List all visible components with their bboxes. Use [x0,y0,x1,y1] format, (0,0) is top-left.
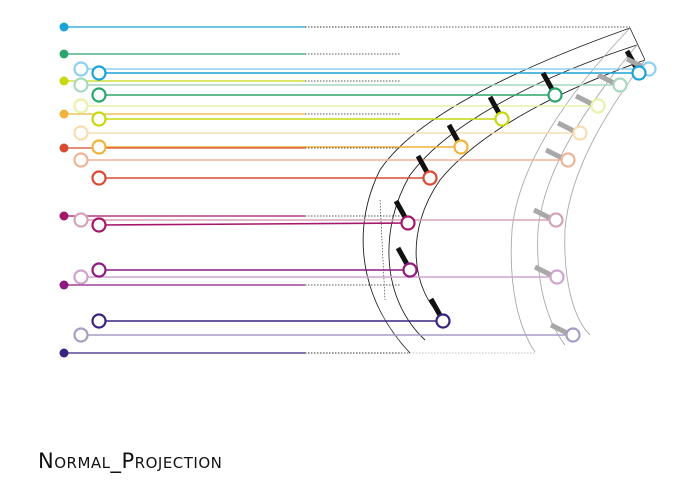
start-ring-blue [91,65,107,81]
origin-dot-green [59,49,69,59]
end-ring-red [422,170,438,186]
end-ring-green [547,87,563,103]
ghost-connector-green [596,72,616,86]
ghost-connector-indigo [549,322,569,336]
frame-arc-1 [362,27,631,354]
ghost-start-ring-indigo [73,327,89,343]
projected-line-magenta [98,222,409,226]
frame-arc-3 [415,59,646,321]
connector-red [415,154,431,176]
connector-orange [446,123,462,145]
ghost-arc-3 [564,59,646,336]
start-ring-indigo [91,313,107,329]
ghost-start-ring-green [73,77,89,93]
ghost-end-ring-indigo [565,327,581,343]
ghost-start-ring-red [73,152,89,168]
origin-dot-magenta [59,211,69,221]
connector-green [540,71,556,93]
projection-connectors [393,49,645,336]
origin-dot-red [59,143,69,153]
diagram-caption: Normal_Projection [38,449,223,473]
ghost-connector-lime [574,93,594,107]
frame-arc-2 [388,44,638,341]
end-ring-lime [494,111,510,127]
ghost-end-ring-orange [572,125,588,141]
ghost-end-ring-magenta [548,212,564,228]
end-ring-purple [402,262,418,278]
ghost-start-ring-purple [73,269,89,285]
origin-dot-orange [59,109,69,119]
ghost-start-ring-orange [73,125,89,141]
ghost-connector-orange [556,120,576,134]
origin-dot-blue [59,22,69,32]
connector-indigo [428,297,444,319]
ghost-connector-magenta [532,207,552,221]
ghost-end-ring-lime [590,98,606,114]
connector-purple [395,246,411,268]
ghost-start-ring-lime [73,98,89,114]
ghost-start-ring-magenta [73,212,89,228]
origin-dot-lime [59,76,69,86]
ghost-start-ring-blue [73,61,89,77]
ghost-arc-2 [537,44,638,346]
ghost-connector-purple [533,264,553,278]
origin-dot-indigo [59,348,69,358]
start-ring-magenta [91,217,107,233]
ghost-end-ring-purple [549,269,565,285]
connector-lime [487,95,503,117]
ghost-connector-red [544,147,564,161]
track-markers [59,22,657,358]
start-ring-lime [91,111,107,127]
ghost-end-ring-red [560,152,576,168]
start-ring-red [91,170,107,186]
end-ring-orange [453,139,469,155]
start-ring-orange [91,139,107,155]
end-ring-magenta [400,215,416,231]
end-ring-indigo [435,313,451,329]
top-cap-line [629,27,646,61]
ghost-arc-1 [510,27,631,353]
origin-dot-purple [59,280,69,290]
start-ring-green [91,87,107,103]
connector-magenta [393,199,409,221]
track-lines [64,26,649,354]
start-ring-purple [91,262,107,278]
frame-lines [305,26,646,354]
ghost-end-ring-green [612,77,628,93]
end-ring-blue [631,65,647,81]
